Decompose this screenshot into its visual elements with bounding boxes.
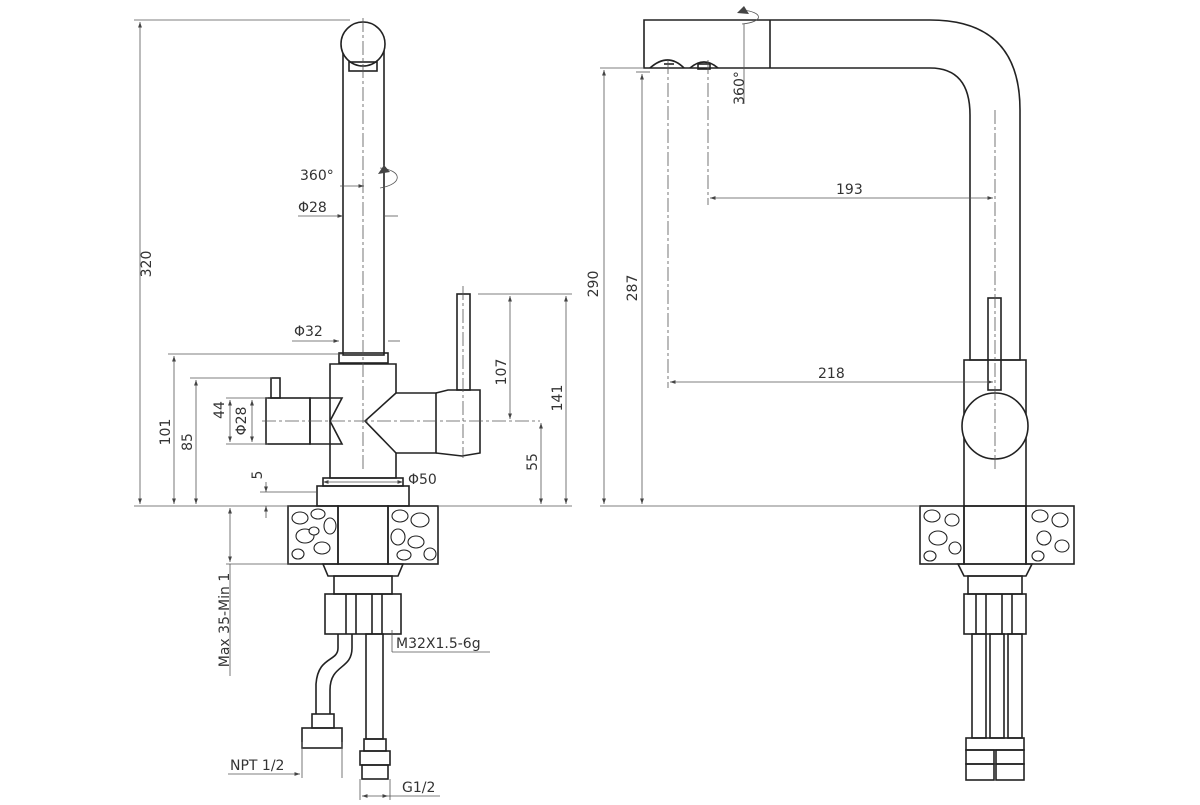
dim-85-label: 85 xyxy=(180,433,196,451)
dim-d32-label: Φ32 xyxy=(294,324,323,340)
dim-193-label: 193 xyxy=(836,182,863,198)
dim-max35-label: Max 35-Min 1 xyxy=(217,573,233,667)
stones-left xyxy=(291,508,337,560)
dim-287-label: 287 xyxy=(625,275,641,302)
left-undersink xyxy=(301,563,405,780)
dim-320-label: 320 xyxy=(139,251,155,278)
left-spout xyxy=(338,21,389,364)
dim-290-label: 290 xyxy=(586,271,602,298)
dim-107-label: 107 xyxy=(494,359,510,386)
right-undersink xyxy=(956,563,1034,781)
dim-101-label: 101 xyxy=(158,419,174,446)
label-360-left: 360° xyxy=(300,168,334,184)
dim-55-label: 55 xyxy=(525,453,541,471)
right-view: 360° 193 290 287 218 xyxy=(586,6,1075,781)
label-360-right: 360° xyxy=(732,71,748,105)
dim-d50-label: Φ50 xyxy=(408,472,437,488)
dim-141-label: 141 xyxy=(550,385,566,412)
right-countertop xyxy=(919,505,1075,565)
stones-right-view-right xyxy=(1031,509,1070,562)
left-countertop xyxy=(287,505,439,565)
dim-d28-spout-label: Φ28 xyxy=(298,200,327,216)
thread-m32-label: M32X1.5-6g xyxy=(396,636,481,652)
thread-g12-label: G1/2 xyxy=(402,780,435,796)
thread-npt-label: NPT 1/2 xyxy=(230,758,284,774)
dim-d28-side-label: Φ28 xyxy=(234,407,250,436)
dim-5-label: 5 xyxy=(250,471,266,480)
dim-44-label: 44 xyxy=(212,401,228,419)
stones-right-view-left xyxy=(923,509,962,562)
right-spout xyxy=(643,19,1021,361)
left-view: 320 101 85 44 Φ28 5 Max 35-Min 1 360° xyxy=(134,18,572,800)
stones-right xyxy=(390,509,437,561)
dim-218-label: 218 xyxy=(818,366,845,382)
